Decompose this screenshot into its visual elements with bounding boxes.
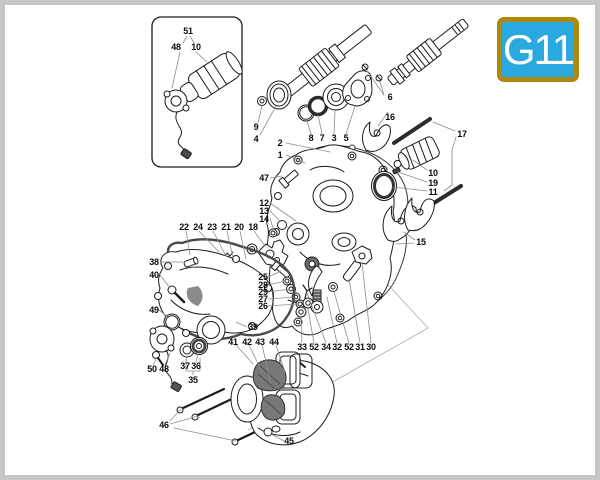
part-number-label: 52 [344,342,354,352]
part-number-label: 29 [258,287,268,297]
part-number-label: 39 [248,322,258,332]
part-number-label: 40 [149,270,159,280]
part-number-label: 9 [253,122,259,132]
part-number-label: 27 [258,294,268,304]
oil-seal-11 [371,171,397,201]
input-shaft [279,24,372,100]
part-number-label: 47 [259,173,269,183]
part-number-label: 35 [188,375,198,385]
part-number-label: 51 [183,26,193,36]
part-number-label: 32 [332,342,342,352]
fitting-45 [263,425,281,437]
part-number-label: 34 [321,342,331,352]
part-number-label: 5 [343,133,349,143]
screws-6 [361,63,383,82]
bearing-and-seals-row [257,63,383,122]
reed-valve-rubbers [252,359,287,421]
selector-rod-upper [392,117,432,145]
gearchange-parts [295,245,373,318]
part-number-label: 50 [147,364,157,374]
part-number-label: 30 [366,342,376,352]
part-number-label: 36 [191,361,201,371]
part-number-label: 10 [191,42,201,52]
part-number-label: 42 [242,337,252,347]
output-shaft [387,18,469,86]
part-number-label: 52 [309,342,319,352]
part-number-label: 6 [387,92,393,102]
leader-lines [152,35,457,442]
part-number-label: 46 [159,420,169,430]
part-number-label: 49 [149,305,159,315]
part-number-label: 43 [255,337,265,347]
inset-box [151,16,243,168]
part-number-label: 17 [457,129,467,139]
shift-forks-pair [382,197,435,242]
part-number-label: 10 [428,168,438,178]
bolt-47 [278,169,299,189]
part-number-label: 31 [355,342,365,352]
intake-manifold [176,351,335,446]
crankcase [266,144,397,336]
part-number-label: 4 [253,134,259,144]
part-number-label: 41 [228,337,238,347]
clutch-cover [154,249,274,345]
part-number-label: 44 [269,337,279,347]
part-number-label: 37 [180,361,190,371]
part-number-label: 7 [319,133,325,143]
part-number-label: 48 [171,42,181,52]
part-number-label: 2 [277,138,283,148]
part-number-label: 3 [331,133,337,143]
part-number-label: 16 [385,112,395,122]
part-number-label: 23 [207,222,217,232]
part-number-label: 15 [416,237,426,247]
part-number-label: 1 [277,150,283,160]
part-number-label: 38 [149,257,159,267]
shift-fork-upper [362,121,391,152]
part-number-label: 25 [258,272,268,282]
part-number-label: 11 [428,187,438,197]
part-number-label: 19 [428,178,438,188]
part-number-label: 22 [179,222,189,232]
part-number-label: 33 [297,342,307,352]
page-code-text: G11 [502,25,575,73]
part-number-label: 48 [159,364,169,374]
page-code-badge: G11 [497,17,579,82]
part-number-label: 26 [258,301,268,311]
part-number-label: 12 [259,198,269,208]
detent-plunger [392,136,440,175]
part-number-label: 8 [308,133,314,143]
part-number-label: 13 [259,206,269,216]
starter-solenoid [163,51,243,160]
part-number-label: 20 [234,222,244,232]
cover-bolts [167,256,199,304]
part-number-label: 14 [259,214,269,224]
part-number-label: 18 [248,222,258,232]
part-number-label: 24 [193,222,203,232]
part-number-label: 28 [258,280,268,290]
part-number-label: 21 [221,222,231,232]
part-number-label: 45 [284,436,294,446]
